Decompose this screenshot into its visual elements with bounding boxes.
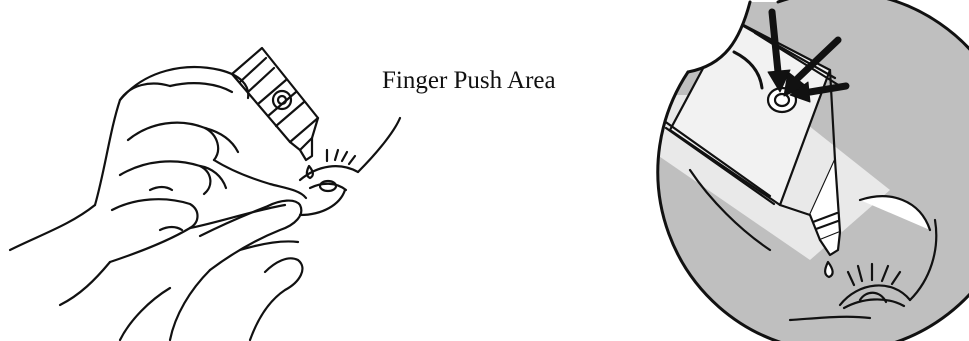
- dropper-bottle: [232, 48, 318, 178]
- hand-holding-dropper-figure: [0, 0, 600, 341]
- upper-hand: [10, 67, 306, 305]
- eye: [300, 118, 400, 215]
- lower-hand: [120, 201, 302, 340]
- closeup-background: [630, 0, 969, 341]
- closeup-figure: [630, 0, 969, 341]
- finger-push-area-label: Finger Push Area: [382, 68, 556, 93]
